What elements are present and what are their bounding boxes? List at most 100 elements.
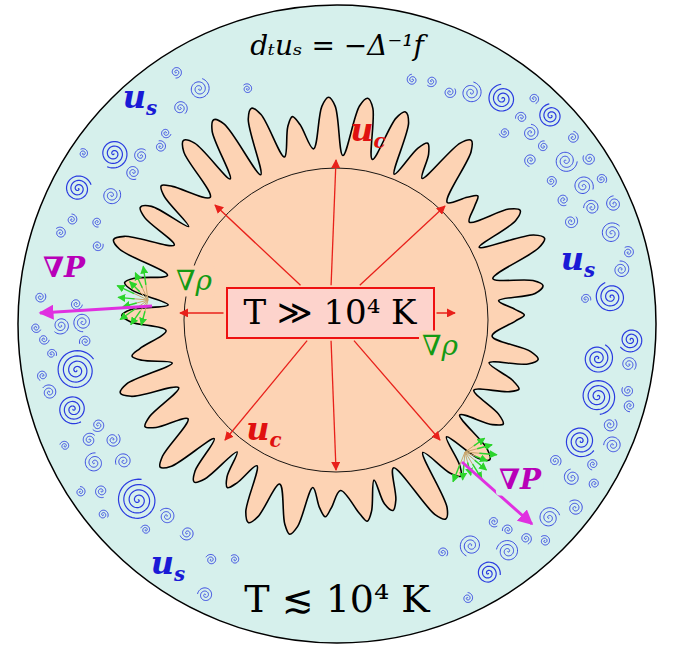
eddy-spiral: [141, 525, 150, 533]
cold-medium-circle: dₜuₛ = −Δ⁻¹fT ≲ 10⁴ KT ≫ 10⁴ K: [17, 4, 657, 644]
eddy-spiral: [502, 525, 512, 533]
eddy-spiral: [566, 217, 578, 228]
eddy-spiral: [575, 177, 593, 193]
eddy-spiral: [583, 381, 615, 415]
eddy-spiral: [588, 460, 597, 470]
velocity-label: us: [558, 242, 598, 282]
outflow-arrow: [360, 206, 445, 285]
core-temperature-text: T ≫ 10⁴ K: [244, 294, 417, 331]
eddy-spiral: [67, 176, 92, 199]
eddy-spiral: [40, 336, 50, 344]
eddy-spiral: [525, 155, 535, 167]
eddy-spiral: [244, 84, 252, 93]
eddy-spiral: [116, 454, 131, 467]
eddy-spiral: [93, 242, 103, 251]
gradient-arrow: [141, 311, 145, 325]
eddy-spiral: [604, 419, 617, 431]
outflow-arrow: [437, 312, 456, 313]
eddy-spiral: [564, 469, 578, 484]
eddy-spiral: [445, 88, 456, 97]
gradient-arrow: [143, 266, 146, 285]
eddy-spiral: [558, 195, 567, 205]
eddy-spiral: [83, 433, 94, 445]
temperature-text: T ≲ 10⁴ K: [244, 579, 429, 621]
eddy-spiral: [569, 131, 579, 142]
eddy-spiral: [172, 68, 181, 78]
eddy-spiral: [525, 124, 539, 139]
eddy-spiral: [625, 247, 634, 257]
outflow-arrow: [180, 312, 224, 313]
eddy-spiral: [589, 479, 598, 488]
subscript: s: [174, 562, 185, 586]
eddy-spiral: [135, 149, 146, 161]
circle-border: [18, 5, 656, 643]
eddy-spiral: [547, 177, 556, 187]
eddy-spiral: [407, 74, 416, 84]
eddy-spiral: [104, 189, 121, 204]
eddy-spiral: [93, 420, 104, 431]
reference-circle: [184, 168, 488, 472]
eddy-spiral: [464, 593, 473, 603]
gradient-arrow: [475, 460, 487, 470]
density-gradient-fan: [117, 266, 148, 325]
eddy-spiral: [156, 141, 165, 151]
eddy-spiral: [93, 218, 101, 227]
eddy-spiral: [499, 129, 508, 137]
subscript: s: [584, 258, 595, 282]
eddy-spiral: [541, 536, 549, 545]
velocity-label: uc: [243, 412, 284, 452]
outflow-arrow: [331, 160, 336, 285]
eddy-spiral: [77, 487, 85, 496]
eddy-spiral: [107, 434, 120, 446]
eddy-spiral: [582, 294, 591, 302]
eddy-spiral: [489, 84, 514, 111]
gradient-arrow: [118, 297, 134, 298]
eddy-spiral: [622, 387, 633, 396]
eddy-spiral: [566, 428, 593, 456]
velocity-label: us: [120, 80, 160, 120]
density-gradient-label: ∇ρ: [173, 266, 215, 297]
eddy-spiral: [68, 214, 77, 224]
outflow-arrow: [331, 341, 336, 470]
eddy-spiral: [478, 562, 500, 582]
eddy-spiral: [103, 142, 127, 168]
gradient-arrow: [479, 453, 497, 455]
eddy-spiral: [583, 154, 594, 164]
eddy-spiral: [540, 508, 560, 526]
eddy-spiral: [597, 175, 606, 183]
eddy-spiral: [463, 82, 481, 102]
eddy-spiral: [530, 94, 539, 103]
pressure-gradient-arrow: [40, 306, 152, 313]
gradient-arrow: [463, 465, 464, 480]
eddy-spiral: [596, 282, 623, 310]
eddy-spiral: [570, 500, 583, 514]
cold-medium-fill: [18, 5, 656, 643]
gradient-arrow: [475, 456, 487, 461]
eddy-spiral: [539, 141, 547, 151]
eddy-spiral: [80, 149, 87, 157]
eddy-spiral: [604, 437, 620, 452]
gradient-arrow: [130, 282, 140, 292]
eddy-spiral: [206, 554, 216, 563]
eddy-spiral: [556, 152, 577, 171]
hot-core-box: T ≫ 10⁴ K: [226, 287, 435, 338]
eddy-spiral: [162, 129, 171, 137]
eddy-spiral: [620, 330, 641, 352]
eddy-spiral: [516, 112, 526, 121]
hot-gas-blob: [113, 97, 544, 534]
eddy-spiral: [60, 441, 69, 449]
eddy-spiral: [198, 588, 212, 601]
eddy-spiral: [118, 479, 154, 518]
eddy-spiral: [175, 102, 187, 114]
gradient-arrow: [453, 465, 460, 481]
eddy-spiral: [585, 345, 612, 372]
velocity-label: uc: [347, 113, 388, 153]
eddy-spiral: [607, 196, 620, 210]
eddy-spiral: [460, 536, 479, 556]
eddy-spiral: [55, 319, 69, 334]
eddy-spiral: [439, 548, 448, 556]
eddy-spiral: [96, 486, 106, 498]
eddy-spiral: [71, 300, 82, 310]
gradient-arrow: [120, 309, 135, 320]
